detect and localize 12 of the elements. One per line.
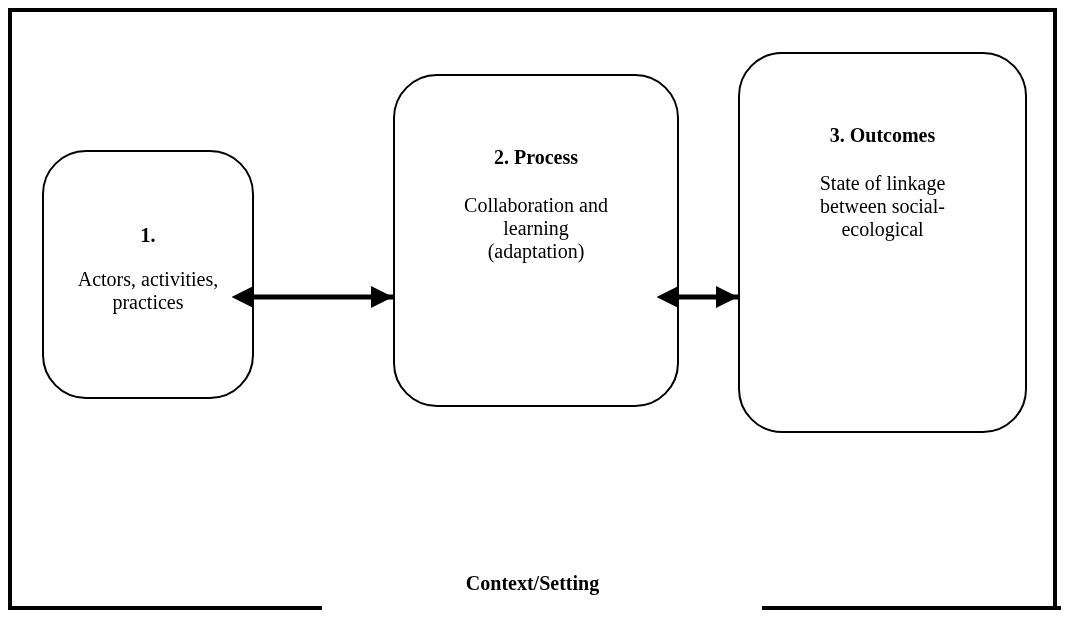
stage-description: State of linkage between social-ecological: [818, 172, 947, 241]
double-arrow: [656, 285, 738, 309]
stage-heading: 1.: [139, 224, 157, 247]
context-label: Context/Setting: [464, 572, 601, 595]
stage-heading: 3. Outcomes: [828, 124, 937, 147]
stage-box: [738, 52, 1027, 433]
stage-description: Collaboration and learning (adaptation): [463, 194, 609, 263]
stage-box: [393, 74, 679, 407]
stage-heading: 2. Process: [492, 146, 580, 169]
stage-box: [42, 150, 254, 399]
double-arrow: [231, 285, 393, 309]
stage-description: Actors, activities, practices: [76, 268, 220, 314]
